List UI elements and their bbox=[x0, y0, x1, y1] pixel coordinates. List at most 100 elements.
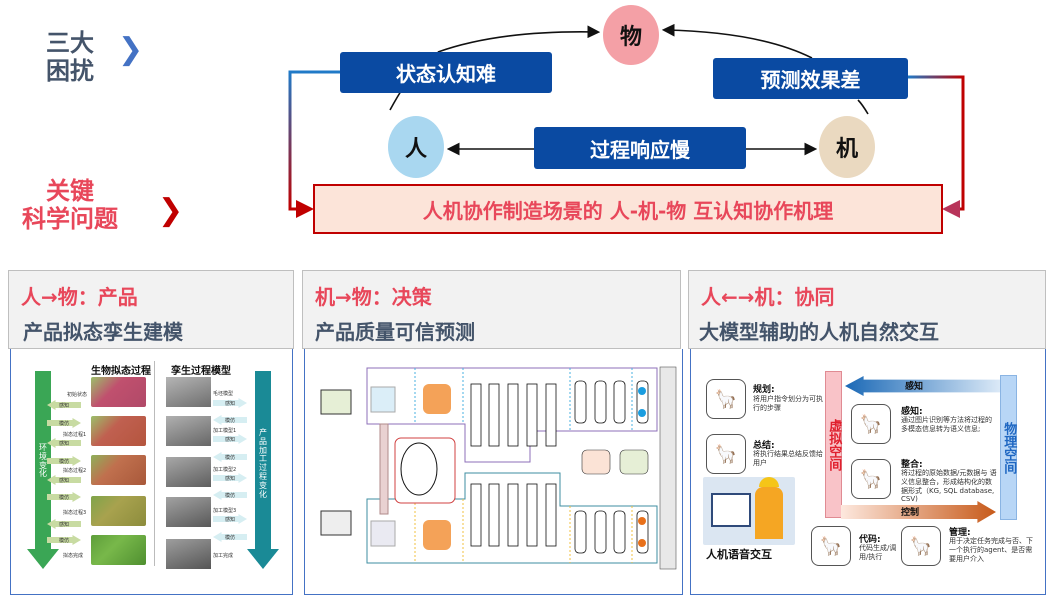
left-feedback-line bbox=[288, 70, 340, 218]
right-feedback-line bbox=[908, 75, 965, 218]
model-knowledge-base bbox=[581, 449, 611, 475]
twin-stage-label: 加工完成 bbox=[213, 553, 234, 559]
llama-agent-card: 🦙 bbox=[851, 404, 891, 444]
three-troubles-line2: 困扰 bbox=[46, 56, 94, 85]
chameleon-image bbox=[91, 496, 146, 526]
chameleon-image bbox=[91, 416, 146, 446]
new-condition-box bbox=[320, 510, 352, 536]
panel-collab-body: 🦙 规划: 将用户指令划分为可执行的步骤 🦙 总结: 将执行结果总结反馈给用户 … bbox=[690, 349, 1046, 595]
key-question-label: 关键 科学问题 bbox=[10, 177, 130, 233]
panel-title: 人←→机：协同 bbox=[701, 285, 835, 309]
state-cognition-problem: 状态认知难 bbox=[340, 52, 552, 93]
llama-agent-card: 🦙 bbox=[706, 434, 746, 474]
bio-column-title: 生物拟态过程 bbox=[91, 366, 151, 377]
panel-subtitle: 产品质量可信预测 bbox=[315, 320, 475, 344]
perceive-arrow: 感知 bbox=[213, 514, 247, 524]
perceive-arrow: 感知 bbox=[213, 473, 247, 483]
llama-agent-card: 🦙 bbox=[706, 379, 746, 419]
chevron-right-icon: ❯ bbox=[118, 32, 144, 67]
target-conv-stack bbox=[470, 483, 557, 547]
perceive-arrow: 感知 bbox=[213, 398, 247, 408]
twin-column-title: 孪生过程模型 bbox=[171, 366, 231, 377]
agent-desc: 将用户指令划分为可执行的步骤 bbox=[753, 395, 823, 412]
human-node: 人 bbox=[388, 116, 444, 178]
agent-desc: 通过图片识别等方法将过程的多模态信息转为语义信息; bbox=[901, 416, 992, 433]
hci-label: 人机语音交互 bbox=[706, 548, 772, 561]
process-change-arrow bbox=[247, 371, 279, 569]
domain-adaptation-arrow bbox=[379, 423, 389, 515]
prediction-problem: 预测效果差 bbox=[713, 58, 908, 99]
top-diagram-connectors bbox=[288, 23, 965, 218]
mechanism-feature-box bbox=[370, 520, 396, 547]
process-change-label: 产品加工过程变化 bbox=[259, 428, 267, 499]
process-response-problem: 过程响应慢 bbox=[534, 127, 746, 169]
feature-distribution-box bbox=[394, 437, 456, 504]
source-domain-region bbox=[366, 367, 658, 463]
imitate-arrow: 模仿 bbox=[213, 415, 247, 425]
quality-prediction-model-bar bbox=[659, 366, 677, 570]
imitate-arrow: 模仿 bbox=[47, 418, 81, 428]
object-node: 物 bbox=[603, 5, 659, 65]
old-dataset bbox=[423, 384, 451, 414]
agent-desc: 代码生成/调用/执行 bbox=[859, 544, 897, 561]
agent-name: 规划: bbox=[753, 385, 775, 395]
target-domain-region bbox=[366, 472, 658, 564]
source-fc-layers bbox=[574, 380, 649, 424]
imitate-arrow: 模仿 bbox=[213, 452, 247, 462]
source-conv-stack bbox=[470, 383, 557, 447]
key-question-line2: 科学问题 bbox=[22, 204, 118, 233]
chameleon-image bbox=[91, 535, 146, 565]
panel-title: 机→物：决策 bbox=[315, 285, 432, 309]
chevron-right-icon: ❯ bbox=[158, 193, 184, 228]
llama-agent-card: 🦙 bbox=[811, 526, 851, 566]
physical-space-bar: 物理空间 bbox=[1000, 375, 1017, 520]
bio-stage-label: 初始状态 bbox=[67, 392, 88, 398]
twin-stage-label: 毛坯模型 bbox=[213, 391, 234, 397]
knowledge-base bbox=[619, 449, 649, 475]
perceive-flow-label: 感知 bbox=[905, 382, 924, 392]
virtual-space-label: 虚拟空间 bbox=[826, 418, 842, 471]
agent-name: 总结: bbox=[753, 441, 775, 451]
clipboard-icon: 🦙 bbox=[714, 388, 738, 410]
cad-model-image bbox=[166, 377, 211, 407]
code-icon: 🦙 bbox=[819, 535, 843, 557]
transfer-learning-diagram bbox=[320, 366, 677, 570]
panel-product-body: 生物拟态过程 孪生过程模型 环境变化 产品加工过程变化 初始状态 拟态过程1 拟… bbox=[10, 349, 293, 595]
panel-decision-body bbox=[304, 349, 683, 595]
agent-desc: 将过程的原始数据/元数据与 语义信息整合，形成结构化的数据形式（KG, SQL … bbox=[901, 469, 997, 504]
agent-desc: 将执行结果总结反馈给用户 bbox=[753, 450, 823, 467]
agent-name: 代码: bbox=[859, 535, 881, 545]
three-troubles-label: 三大 困扰 bbox=[40, 29, 100, 85]
imitate-arrow: 模仿 bbox=[213, 532, 247, 542]
perceive-arrow: 感知 bbox=[47, 400, 81, 410]
panel-subtitle: 大模型辅助的人机自然交互 bbox=[699, 320, 939, 344]
arc-state-to-object bbox=[437, 25, 601, 53]
target-fc-layers bbox=[574, 510, 649, 554]
physical-space-label: 物理空间 bbox=[1001, 421, 1017, 474]
three-troubles-line1: 三大 bbox=[46, 29, 94, 57]
cad-model-image bbox=[166, 457, 211, 487]
llama-agent-card: 🦙 bbox=[851, 459, 891, 499]
twin-stage-label: 加工模型3 bbox=[213, 508, 237, 514]
panel-product-header: 人→物：产品 产品拟态孪生建模 bbox=[8, 270, 294, 349]
cad-model-image bbox=[166, 539, 211, 569]
magnifier-icon: 🦙 bbox=[909, 535, 933, 557]
perceive-arrow: 感知 bbox=[47, 438, 81, 448]
cad-model-image bbox=[166, 497, 211, 527]
agent-name: 感知: bbox=[901, 407, 923, 417]
perceive-arrow: 感知 bbox=[47, 519, 81, 529]
new-dataset bbox=[423, 520, 451, 550]
pen-icon: 🦙 bbox=[714, 443, 738, 465]
twin-stage-label: 加工模型1 bbox=[213, 428, 237, 434]
agent-name: 管理: bbox=[949, 528, 971, 538]
panel-subtitle: 产品拟态孪生建模 bbox=[23, 320, 183, 344]
control-flow-arrow bbox=[841, 501, 996, 523]
env-change-arrow bbox=[27, 371, 59, 569]
bio-stage-label: 拟态完成 bbox=[63, 553, 84, 559]
panel-title: 人→物：产品 bbox=[21, 285, 138, 309]
column-divider bbox=[154, 361, 155, 566]
imitate-arrow: 模仿 bbox=[47, 535, 81, 545]
twin-stage-label: 加工模型2 bbox=[213, 467, 237, 473]
wave-icon: 🦙 bbox=[859, 413, 883, 435]
bio-stage-label: 拟态过程1 bbox=[63, 432, 87, 438]
